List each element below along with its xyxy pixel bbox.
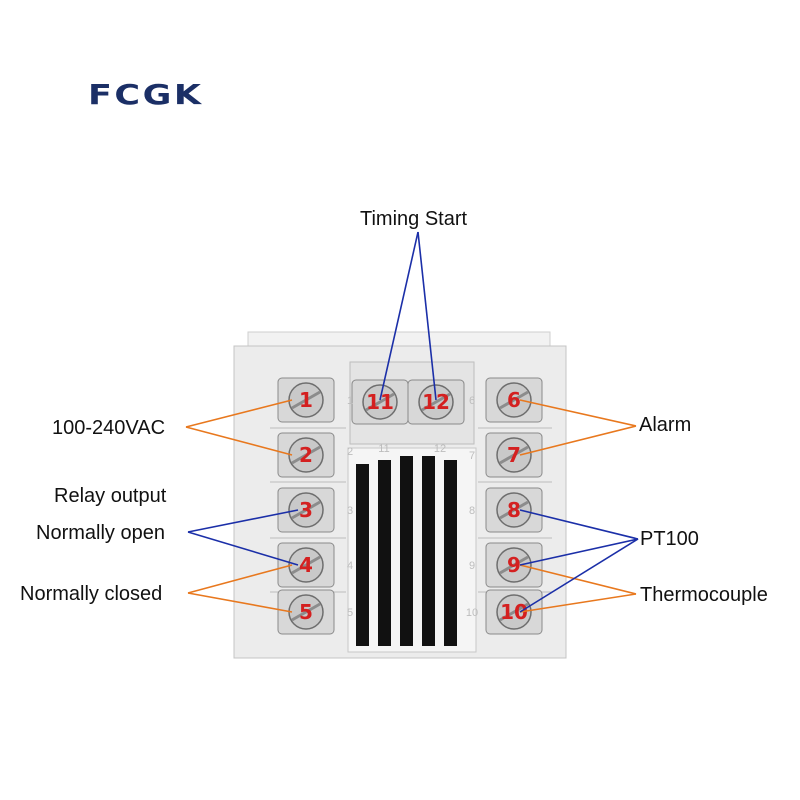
orange-wires xyxy=(185,399,637,613)
label-alarm: Alarm xyxy=(639,414,692,436)
label-pt100: PT100 xyxy=(640,528,699,550)
label-relay-output: Relay output xyxy=(54,485,167,507)
housing-mark-2: 2 xyxy=(347,446,353,458)
terminal-10: 10 xyxy=(485,589,543,635)
terminal-2-number: 2 xyxy=(299,443,313,467)
terminal-12-slot xyxy=(421,392,451,412)
wire-nc-4 xyxy=(187,564,293,594)
housing-mark-7: 7 xyxy=(469,450,475,462)
terminal-9-number: 9 xyxy=(507,553,521,577)
terminal-7-number: 7 xyxy=(507,443,521,467)
wire-no-4 xyxy=(187,531,299,566)
housing-mark-12: 12 xyxy=(434,443,446,455)
terminal-5-slot xyxy=(291,602,321,622)
wire-pt100-8 xyxy=(519,509,639,540)
terminal-11-number: 11 xyxy=(366,390,394,414)
vent-slots xyxy=(356,456,457,646)
label-timing-start: Timing Start xyxy=(360,208,468,230)
terminal-6: 6 xyxy=(485,377,543,423)
wire-alarm-6 xyxy=(519,399,637,427)
terminal-7: 7 xyxy=(485,432,543,478)
housing-mark-8: 8 xyxy=(469,505,475,517)
terminal-2-slot xyxy=(291,445,321,465)
terminal-4: 4 xyxy=(277,542,335,588)
wire-pt100-10 xyxy=(519,538,639,613)
wire-timing-12 xyxy=(417,231,437,401)
wire-nc-5 xyxy=(187,592,293,613)
terminal-1-slot xyxy=(291,390,321,410)
terminal-10-slot xyxy=(499,602,529,622)
terminal-8: 8 xyxy=(485,487,543,533)
wire-timing-11 xyxy=(379,231,419,401)
label-normally-open: Normally open xyxy=(36,522,165,544)
terminal-9: 9 xyxy=(485,542,543,588)
terminal-9-slot xyxy=(499,555,529,575)
housing-mark-1: 1 xyxy=(347,395,353,407)
housing-mark-9: 9 xyxy=(469,560,475,572)
terminal-8-number: 8 xyxy=(507,498,521,522)
terminal-4-number: 4 xyxy=(299,553,313,577)
terminal-11: 11 xyxy=(351,379,409,425)
label-normally-closed: Normally closed xyxy=(20,583,163,605)
terminal-12: 12 xyxy=(407,379,465,425)
terminal-1: 1 xyxy=(277,377,335,423)
wire-tc-9 xyxy=(519,564,637,595)
terminal-5: 5 xyxy=(277,589,335,635)
label-thermocouple: Thermocouple xyxy=(640,584,768,606)
wire-power-2 xyxy=(185,426,293,456)
terminal-11-slot xyxy=(365,392,395,412)
wire-power-1 xyxy=(185,399,293,428)
housing-mark-3: 3 xyxy=(347,505,353,517)
housing-mark-5: 5 xyxy=(347,607,353,619)
wire-no-3 xyxy=(187,509,299,533)
label-power-supply: 100-240VAC xyxy=(52,417,166,439)
housing-mark-10: 10 xyxy=(466,607,478,619)
wire-tc-10 xyxy=(519,593,637,613)
terminal-3: 3 xyxy=(277,487,335,533)
terminal-dividers xyxy=(270,427,552,593)
terminal-7-slot xyxy=(499,445,529,465)
housing-mark-11: 11 xyxy=(378,443,389,455)
terminal-3-number: 3 xyxy=(299,498,313,522)
terminal-1-number: 1 xyxy=(299,388,313,412)
terminal-8-slot xyxy=(499,500,529,520)
terminal-6-number: 6 xyxy=(507,388,521,412)
housing-mark-4: 4 xyxy=(347,560,353,572)
wire-pt100-9 xyxy=(519,538,639,566)
terminal-3-slot xyxy=(291,500,321,520)
wire-alarm-7 xyxy=(519,425,637,456)
terminal-6-slot xyxy=(499,390,529,410)
blue-wires xyxy=(187,231,639,613)
brand-logo: FCGK xyxy=(88,78,204,111)
terminal-2: 2 xyxy=(277,432,335,478)
housing-mark-6: 6 xyxy=(469,395,475,407)
terminal-4-slot xyxy=(291,555,321,575)
terminal-5-number: 5 xyxy=(299,600,313,624)
